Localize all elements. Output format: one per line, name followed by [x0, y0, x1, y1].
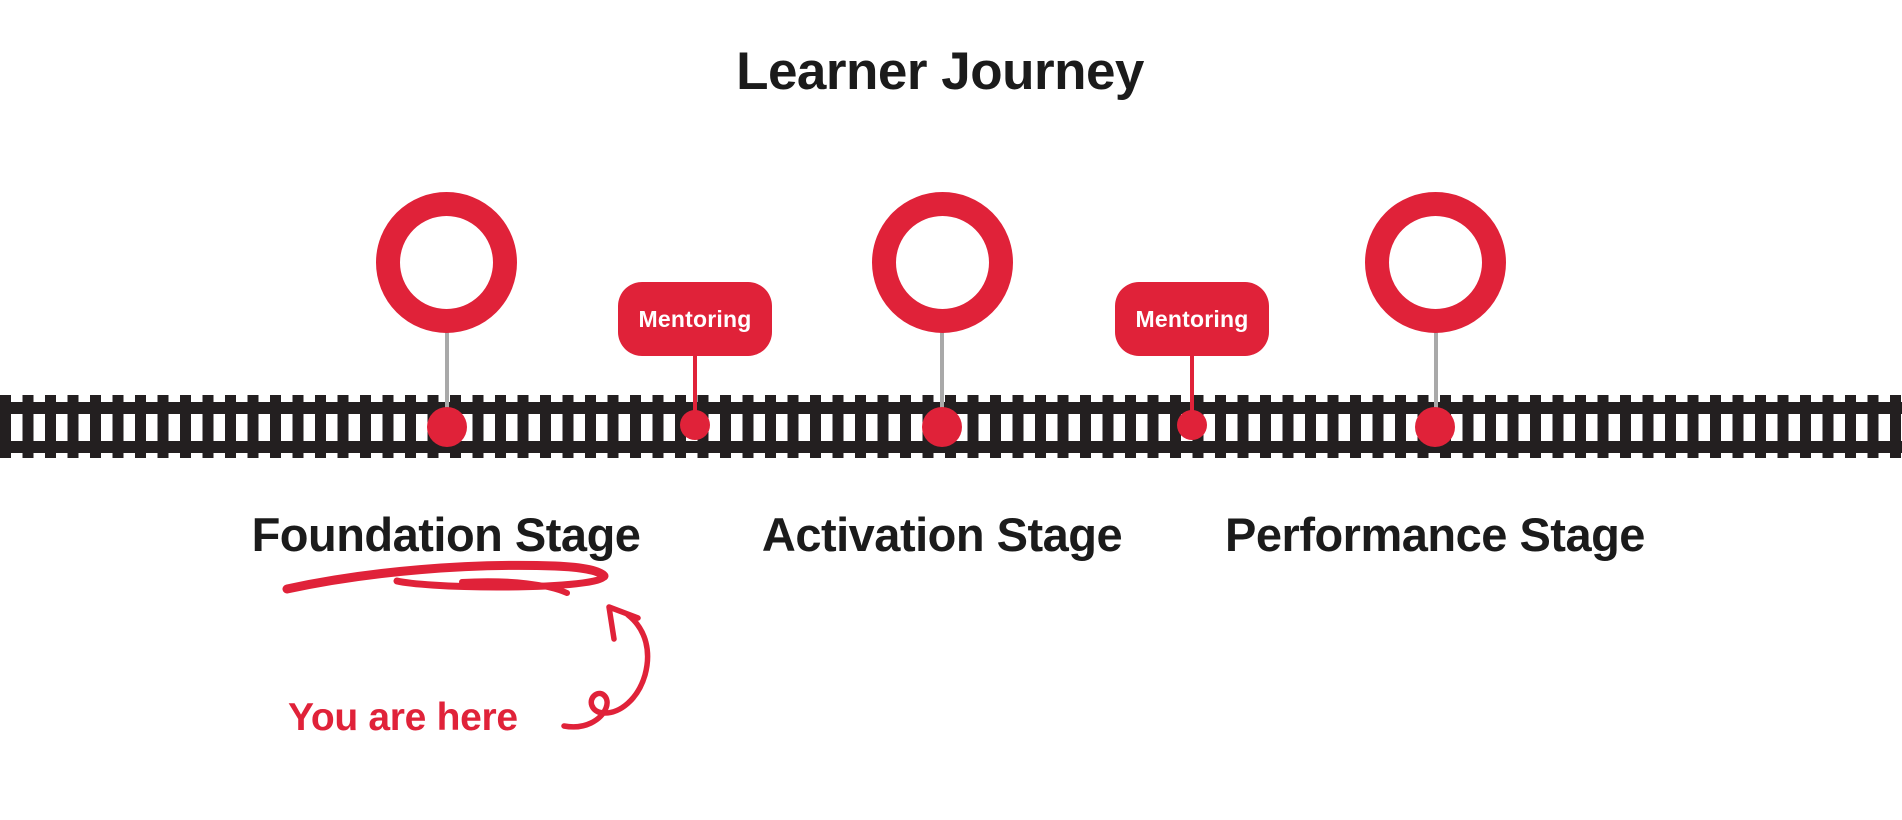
mentoring-badge: Mentoring: [618, 282, 772, 356]
stage-marker-dot: [922, 407, 962, 447]
stage-marker-dot: [1415, 407, 1455, 447]
diagram-title: Learner Journey: [736, 42, 1144, 101]
mentoring-marker-dot: [680, 410, 710, 440]
stage-ring-icon: [872, 192, 1013, 333]
stage-ring-icon: [376, 192, 517, 333]
mentoring-badge: Mentoring: [1115, 282, 1269, 356]
stage-label-foundation: Foundation Stage: [251, 508, 641, 561]
stage-label-activation: Activation Stage: [761, 508, 1123, 561]
milestone-stem: [445, 330, 449, 422]
mentoring-badge-label: Mentoring: [638, 305, 752, 332]
you-are-here-label: You are here: [288, 696, 518, 739]
stage-ring-icon: [1365, 192, 1506, 333]
stage-marker-dot: [427, 407, 467, 447]
milestone-stem: [1434, 330, 1438, 422]
hand-drawn-underline-icon: [282, 560, 609, 596]
curly-arrow-icon: [561, 604, 651, 730]
milestone-stem: [940, 330, 944, 422]
mentoring-stem: [693, 354, 697, 414]
mentoring-stem: [1190, 354, 1194, 414]
mentoring-badge-label: Mentoring: [1135, 305, 1249, 332]
mentoring-marker-dot: [1177, 410, 1207, 440]
stage-label-performance: Performance Stage: [1225, 508, 1645, 561]
